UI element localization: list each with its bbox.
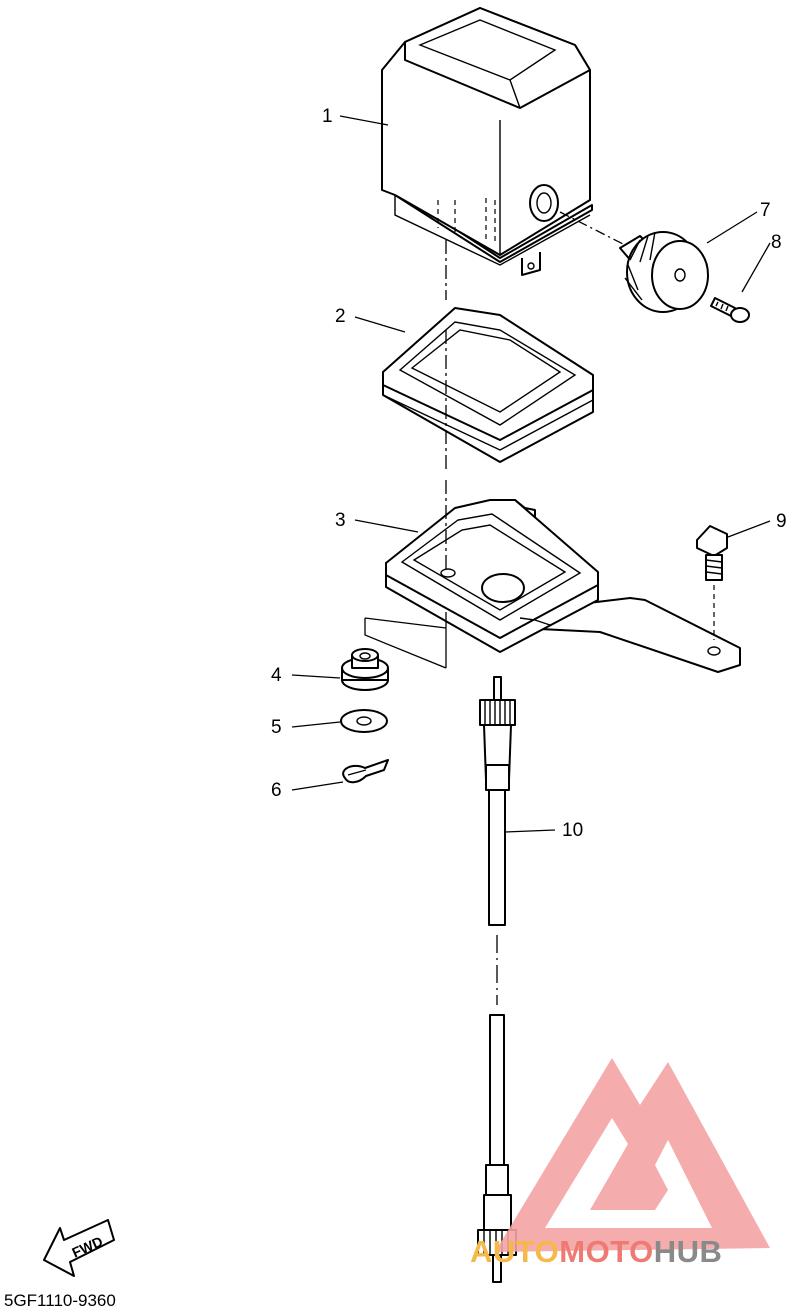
callout-10: 10 — [562, 820, 583, 841]
svg-text:AUTOMOTOHUB: AUTOMOTOHUB — [470, 1234, 722, 1269]
meter-cover-gasket — [382, 307, 594, 463]
callout-2: 2 — [335, 306, 346, 327]
callout-5: 5 — [271, 717, 282, 738]
callout-9: 9 — [776, 511, 787, 532]
watermark-logo-icon — [495, 1058, 770, 1252]
watermark-moto: MOTO — [559, 1234, 653, 1269]
watermark-auto: AUTO — [470, 1234, 559, 1269]
meter-bracket — [385, 499, 741, 673]
bracket-bolt — [696, 525, 728, 640]
retaining-clip — [342, 759, 389, 784]
callout-leaders — [291, 115, 771, 833]
callout-7: 7 — [760, 200, 771, 221]
watermark-wordmark: AUTOMOTOHUB — [470, 1234, 722, 1269]
washer — [340, 709, 388, 733]
callout-1: 1 — [322, 106, 333, 127]
diagram-code: 5GF1110-9360 — [4, 1291, 116, 1310]
forward-arrow-icon: FWD — [43, 1219, 115, 1277]
callout-6: 6 — [271, 780, 282, 801]
callout-3: 3 — [335, 510, 346, 531]
trip-reset-knob — [559, 211, 709, 313]
knob-screw — [710, 297, 750, 323]
callout-4: 4 — [271, 665, 282, 686]
speedometer-cable — [477, 676, 517, 1283]
watermark-hub: HUB — [654, 1234, 723, 1269]
meter-housing — [381, 7, 593, 276]
grommet — [341, 648, 389, 691]
callout-8: 8 — [771, 232, 782, 253]
